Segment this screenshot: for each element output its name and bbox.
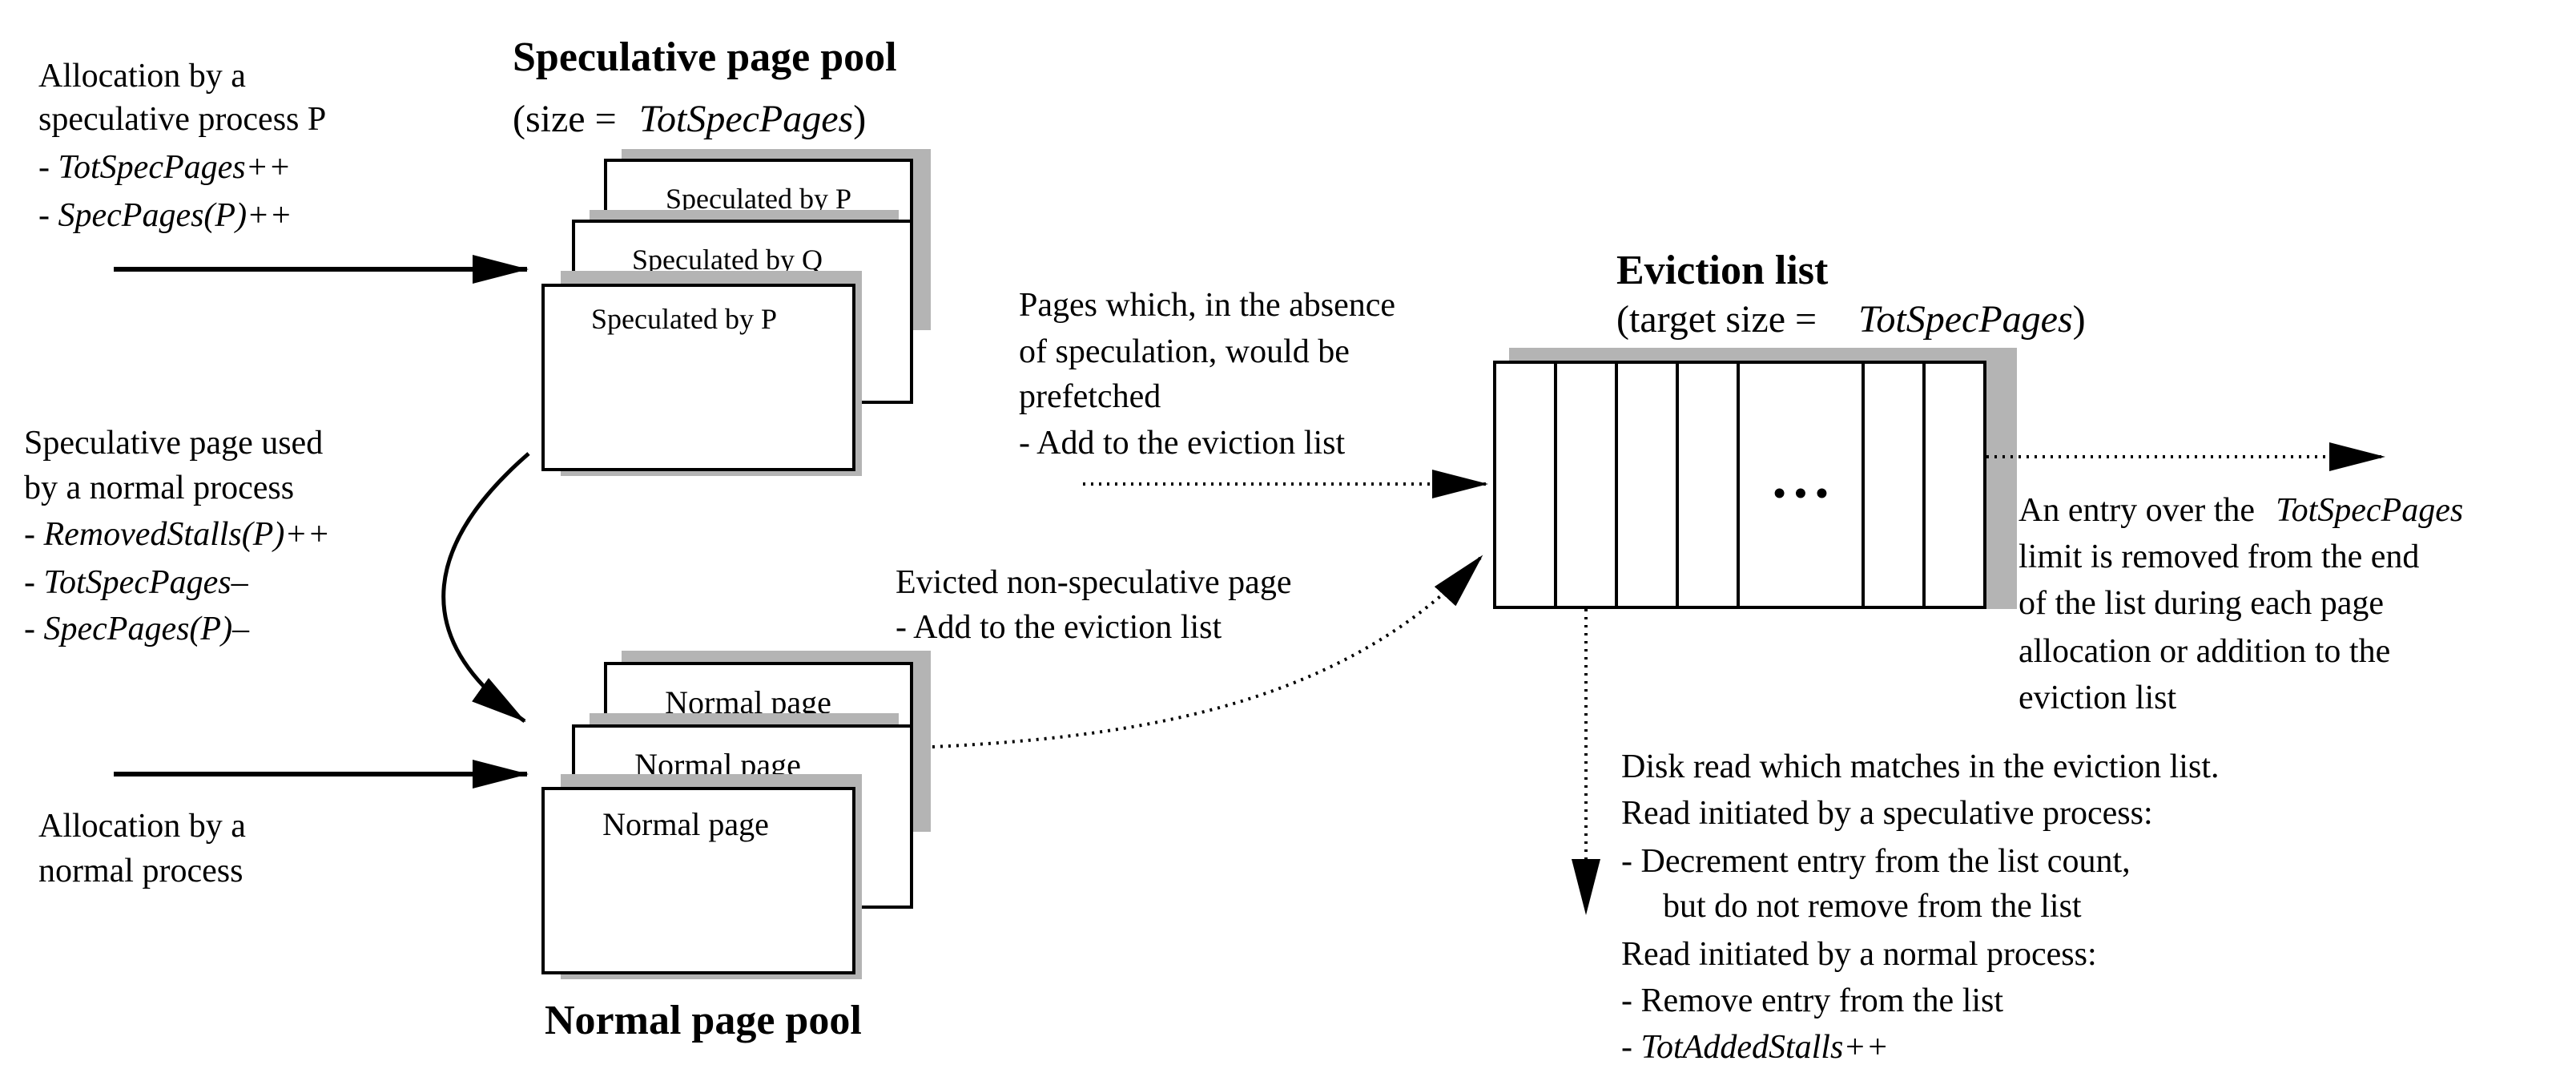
spec-page-back-label: Speculated by P: [666, 183, 851, 215]
disk-read-line4: but do not remove from the list: [1663, 888, 2082, 925]
over-limit-line2: limit is removed from the end: [2019, 538, 2419, 575]
eviction-list-target: (target size = TotSpecPages): [1616, 298, 2086, 341]
spec-used-line1: Speculative page used: [24, 425, 323, 462]
evicted-label: Evicted non-speculative page - Add to th…: [896, 564, 1291, 646]
eviction-list-box: • • •: [1493, 348, 2017, 609]
spec-pool-title-text: Speculative page pool: [513, 34, 897, 80]
eviction-list-ellipsis: • • •: [1773, 474, 1828, 513]
spec-used-op2: - TotSpecPages–: [24, 564, 249, 601]
alloc-spec-line1: Allocation by a: [38, 58, 246, 95]
evicted-line2: - Add to the eviction list: [896, 609, 1222, 646]
alloc-spec-label: Allocation by a speculative process P - …: [38, 58, 326, 234]
normal-page-front: [541, 787, 855, 974]
disk-read-line6: - Remove entry from the list: [1621, 982, 2003, 1019]
over-limit-line3: of the list during each page: [2019, 585, 2384, 622]
spec-page-mid-label: Speculated by Q: [632, 244, 823, 276]
disk-read-op: - TotAddedStalls++: [1621, 1029, 1889, 1066]
over-limit-line5: eviction list: [2019, 680, 2176, 716]
spec-used-op3: - SpecPages(P)–: [24, 611, 250, 647]
eviction-list-title-text: Eviction list: [1616, 248, 1829, 293]
spec-pool-stack: Speculated by P Speculated by Q Speculat…: [541, 149, 931, 476]
alloc-normal-label: Allocation by a normal process: [38, 808, 246, 889]
alloc-spec-op2: - SpecPages(P)++: [38, 197, 292, 234]
spec-page-front: [541, 284, 855, 471]
prefetch-line1: Pages which, in the absence: [1019, 287, 1395, 324]
disk-read-line1: Disk read which matches in the eviction …: [1621, 748, 2219, 785]
prefetch-label: Pages which, in the absence of speculati…: [1019, 287, 1395, 462]
spec-used-line2: by a normal process: [24, 470, 294, 506]
spec-page-front-label: Speculated by P: [591, 303, 777, 335]
normal-pool-title: Normal page pool: [545, 998, 862, 1043]
disk-read-line5: Read initiated by a normal process:: [1621, 936, 2097, 973]
disk-read-label: Disk read which matches in the eviction …: [1621, 748, 2219, 1066]
alloc-spec-line2: speculative process P: [38, 101, 326, 138]
spec-pool-title: Speculative page pool (size = TotSpecPag…: [513, 34, 897, 140]
alloc-spec-op1: - TotSpecPages++: [38, 149, 291, 186]
prefetch-line4: - Add to the eviction list: [1019, 425, 1345, 462]
normal-pool-stack: Normal page Normal page Normal page: [541, 651, 931, 979]
disk-read-line3: - Decrement entry from the list count,: [1621, 843, 2131, 880]
alloc-normal-line1: Allocation by a: [38, 808, 246, 845]
spec-pool-size: (size = TotSpecPages): [513, 98, 866, 140]
over-limit-line4: allocation or addition to the: [2019, 633, 2390, 670]
prefetch-line3: prefetched: [1019, 378, 1161, 415]
prefetch-line2: of speculation, would be: [1019, 333, 1350, 370]
disk-read-line2: Read initiated by a speculative process:: [1621, 795, 2153, 832]
spec-used-op1: - RemovedStalls(P)++: [24, 516, 330, 553]
eviction-list-title: Eviction list (target size = TotSpecPage…: [1616, 248, 2086, 341]
evicted-line1: Evicted non-speculative page: [896, 564, 1291, 601]
evicted-arrow: [932, 555, 1483, 748]
normal-page-front-label: Normal page: [602, 806, 769, 842]
alloc-normal-line2: normal process: [38, 853, 243, 889]
spec-to-normal-arrow: [441, 452, 530, 724]
spec-used-label: Speculative page used by a normal proces…: [24, 425, 330, 647]
